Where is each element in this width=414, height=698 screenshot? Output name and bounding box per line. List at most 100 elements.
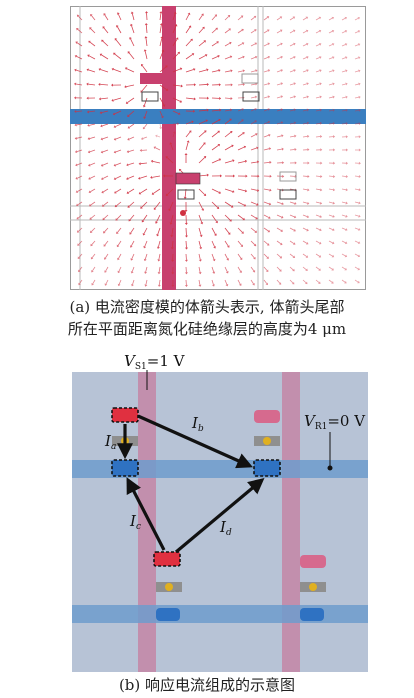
field-arrow [315,96,321,99]
field-arrowhead [74,68,77,72]
pad-readout-topleft [111,459,139,477]
field-arrow [169,201,174,210]
field-arrowhead [163,174,166,178]
field-arrowhead [127,51,131,54]
field-arrow [224,42,231,47]
field-arrow [211,279,214,285]
field-arrowhead [114,38,118,41]
field-arrow [276,148,282,151]
field-arrow [211,253,215,260]
field-arrow [289,266,294,271]
field-arrow [198,120,207,125]
field-arrowhead [345,174,349,178]
field-arrow [250,96,256,99]
field-arrowhead [183,196,187,199]
field-arrow [211,240,215,247]
field-arrow [159,123,162,128]
field-arrow [185,97,194,100]
field-arrow [141,201,148,208]
field-arrow [328,201,334,204]
field-arrow [237,240,242,246]
pad-blue-bottomleft [156,608,180,621]
field-arrowhead [293,69,296,72]
field-arrow [237,43,243,47]
field-arrowhead [145,11,149,14]
field-arrowhead [266,16,270,19]
field-arrowhead [151,192,155,195]
field-arrow [328,96,333,99]
field-arrow [341,57,346,60]
field-arrowhead [252,283,255,286]
field-arrowhead [205,119,208,123]
field-arrow [89,136,96,139]
field-arrowhead [191,120,194,124]
field-arrowhead [319,56,322,59]
field-arrowhead [293,55,296,59]
field-arrow [263,83,269,86]
field-arrow [341,279,346,283]
field-arrow [276,227,282,231]
field-arrowhead [333,161,336,165]
field-arrowhead [331,241,335,245]
field-arrowhead [333,174,336,178]
field-arrowhead [129,232,132,235]
field-arrowhead [345,228,348,231]
field-arrowhead [162,104,166,107]
field-arrow [118,266,122,272]
field-arrowhead [333,148,336,152]
field-arrow [90,214,96,219]
field-arrow [302,201,308,204]
field-arrowhead [104,283,108,286]
field-arrowhead [101,204,105,207]
field-arrowhead [332,201,335,205]
field-arrowhead [155,134,158,138]
field-arrow [211,28,217,34]
field-arrow [224,253,228,260]
field-arrowhead [268,133,271,137]
field-arrowhead [318,254,322,258]
field-arrowhead [256,160,260,164]
field-arrowhead [358,201,361,205]
field-arrow [302,96,308,99]
field-arrow [341,31,346,34]
field-arrowhead [320,188,323,192]
field-arrow [76,55,83,60]
field-arrowhead [76,14,80,18]
field-arrow [250,56,256,60]
field-arrowhead [172,131,176,134]
field-arrow [159,110,163,117]
field-arrowhead [102,26,106,29]
field-arrow [224,201,232,207]
field-arrowhead [111,83,114,87]
field-arrowhead [306,215,310,219]
field-arrowhead [198,284,202,287]
field-arrow [79,279,83,284]
field-arrow [91,240,96,245]
field-arrow [100,69,109,73]
field-arrow [142,136,148,139]
field-arrowhead [280,215,284,219]
field-arrow [198,174,207,177]
field-arrow [341,253,346,257]
field-arrowhead [113,150,117,154]
field-arrow [185,131,191,138]
field-arrow [328,253,333,257]
field-arrowhead [188,130,192,133]
field-arrow [211,144,219,151]
field-arrowhead [279,29,283,33]
field-arrowhead [206,68,209,72]
field-arrowhead [319,108,322,112]
field-arrow [103,27,109,34]
field-arrowhead [104,257,107,260]
field-arrowhead [174,24,178,27]
field-arrowhead [306,201,310,205]
field-arrowhead [345,188,348,192]
field-arrowhead [193,109,196,113]
field-arrowhead [306,108,310,112]
field-arrow [88,55,96,60]
field-arrowhead [77,256,81,259]
field-arrowhead [142,233,146,236]
field-arrow [198,109,207,112]
field-arrowhead [280,55,283,59]
field-arrow [145,279,148,285]
